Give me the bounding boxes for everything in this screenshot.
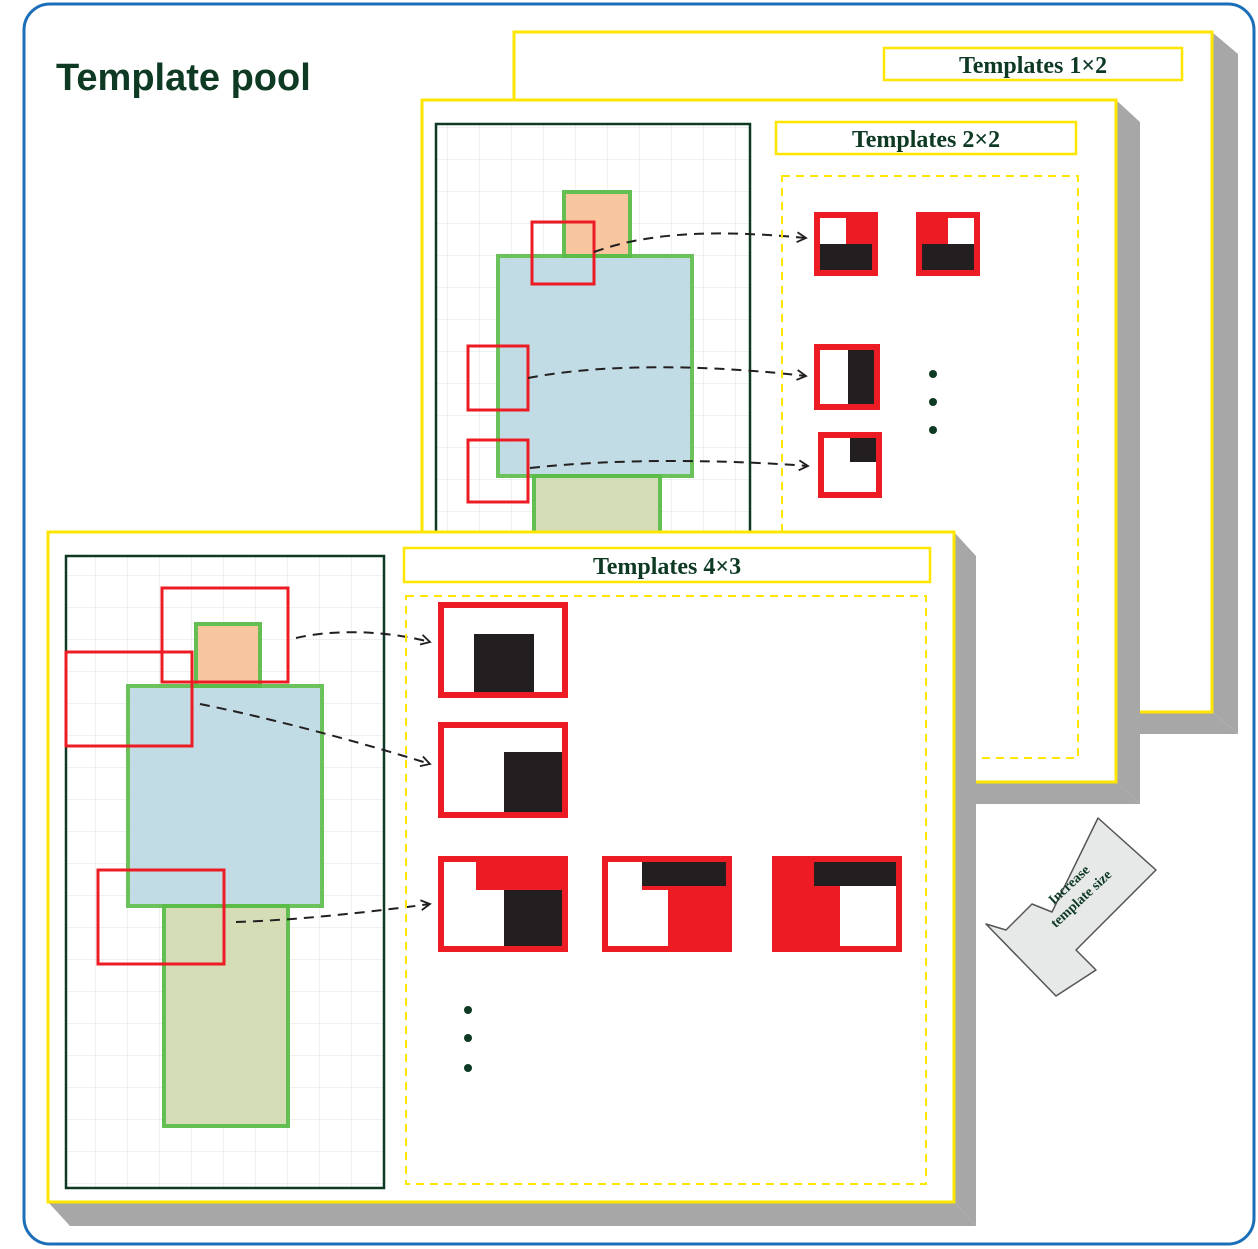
mapping-arrow bbox=[529, 459, 810, 472]
mapping-arrow bbox=[527, 366, 808, 381]
person-legs bbox=[162, 904, 290, 1128]
template-4x3 bbox=[438, 722, 568, 818]
panel-4x3-label: Templates 4×3 bbox=[593, 554, 741, 580]
panel-4x3-template-area bbox=[405, 595, 927, 1185]
ellipsis-dots bbox=[929, 370, 937, 434]
panel-1x2-shadow-side bbox=[1212, 32, 1238, 734]
panel-templates-4x3: Templates 4×3 bbox=[46, 530, 976, 1226]
template-2x2 bbox=[916, 212, 980, 276]
mapping-arrow bbox=[235, 899, 432, 923]
window-box bbox=[160, 586, 290, 684]
person-head bbox=[562, 190, 632, 258]
template-2x2 bbox=[814, 212, 878, 276]
panel-4x3-shadow-bottom bbox=[48, 1202, 976, 1226]
window-box bbox=[530, 220, 596, 286]
panel-1x2-label: Templates 1×2 bbox=[959, 53, 1107, 79]
window-box bbox=[466, 438, 530, 504]
person-head bbox=[194, 622, 262, 688]
window-box bbox=[64, 650, 194, 748]
increase-size-arrow: Increase template size bbox=[985, 817, 1157, 997]
panel-2x2-label-box bbox=[774, 120, 1078, 156]
template-4x3 bbox=[772, 856, 902, 952]
panel-4x3-image-border bbox=[64, 554, 386, 1190]
page-title: Template pool bbox=[56, 57, 311, 99]
template-2x2 bbox=[818, 432, 882, 498]
template-2x2 bbox=[814, 344, 880, 410]
window-box bbox=[96, 868, 226, 966]
panel-4x3-label-box bbox=[402, 546, 932, 584]
mapping-arrow bbox=[199, 703, 432, 767]
mapping-arrow bbox=[295, 631, 432, 646]
ellipsis-dots bbox=[464, 1006, 472, 1072]
panel-2x2-label: Templates 2×2 bbox=[852, 127, 1000, 153]
template-4x3 bbox=[438, 602, 568, 698]
panel-4x3-shadow-side bbox=[954, 532, 976, 1226]
template-4x3 bbox=[438, 856, 568, 952]
panel-1x2-label-box bbox=[882, 46, 1184, 82]
template-4x3 bbox=[602, 856, 732, 952]
panel-2x2-shadow-side bbox=[1116, 100, 1140, 804]
